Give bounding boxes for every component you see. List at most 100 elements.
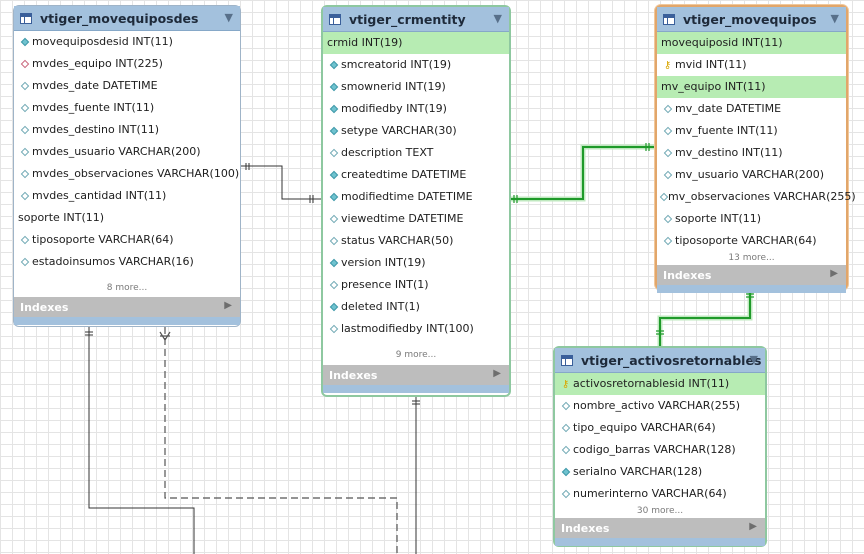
- indexes-label: Indexes: [20, 300, 69, 314]
- table-icon: [329, 13, 341, 25]
- collapse-arrow-icon[interactable]: ▼: [749, 353, 758, 366]
- table-movequiposdes[interactable]: vtiger_movequiposdes ▼ movequiposdesid I…: [13, 5, 241, 327]
- relation-crmentity-movequipos[interactable]: [510, 143, 656, 203]
- column-row[interactable]: tiposoporte VARCHAR(64): [14, 229, 240, 251]
- indexes-section[interactable]: Indexes ▶: [323, 365, 509, 385]
- column-row[interactable]: tiposoporte VARCHAR(64): [657, 230, 846, 252]
- column-list: ⚷activosretornablesid INT(11)nombre_acti…: [555, 373, 765, 505]
- column-row[interactable]: description TEXT: [323, 142, 509, 164]
- teal-diamond-icon: [327, 98, 340, 120]
- table-header[interactable]: vtiger_activosretornables ▼: [555, 348, 765, 373]
- expand-arrow-icon[interactable]: ▶: [749, 521, 757, 532]
- indexes-section[interactable]: Indexes ▶: [555, 518, 765, 538]
- table-header[interactable]: vtiger_movequipos ▼: [657, 7, 846, 32]
- table-header[interactable]: vtiger_movequiposdes ▼: [14, 6, 240, 31]
- column-row[interactable]: soporte INT(11): [657, 208, 846, 230]
- column-row[interactable]: setype VARCHAR(30): [323, 120, 509, 142]
- relation-movequiposdes-crmentity[interactable]: [241, 163, 322, 203]
- hollow-diamond-icon: [18, 97, 31, 119]
- column-row[interactable]: createdtime DATETIME: [323, 164, 509, 186]
- table-movequipos[interactable]: vtiger_movequipos ▼ movequiposid INT(11)…: [655, 5, 856, 293]
- column-row[interactable]: soporte INT(11): [14, 207, 240, 229]
- column-row[interactable]: numerinterno VARCHAR(64): [555, 483, 765, 505]
- column-row[interactable]: ⚷mvid INT(11): [657, 54, 846, 76]
- column-row[interactable]: viewedtime DATETIME: [323, 208, 509, 230]
- column-label: mvdes_destino INT(11): [32, 123, 160, 136]
- column-row[interactable]: mvdes_date DATETIME: [14, 75, 240, 97]
- collapse-arrow-icon[interactable]: ▼: [224, 11, 233, 24]
- column-row[interactable]: presence INT(1): [323, 274, 509, 296]
- column-row[interactable]: mvdes_usuario VARCHAR(200): [14, 141, 240, 163]
- hollow-diamond-icon: [18, 163, 31, 185]
- column-label: tiposoporte VARCHAR(64): [32, 233, 174, 246]
- column-label: serialno VARCHAR(128): [573, 465, 703, 478]
- hollow-diamond-icon: [327, 142, 340, 164]
- column-row[interactable]: mv_equipo INT(11): [657, 76, 846, 98]
- column-label: codigo_barras VARCHAR(128): [573, 443, 736, 456]
- collapse-arrow-icon[interactable]: ▼: [493, 12, 502, 25]
- relation-movequiposdes-offscreen[interactable]: [85, 327, 195, 554]
- expand-arrow-icon[interactable]: ▶: [493, 368, 501, 379]
- column-row[interactable]: deleted INT(1): [323, 296, 509, 318]
- column-row[interactable]: serialno VARCHAR(128): [555, 461, 765, 483]
- column-row[interactable]: mv_fuente INT(11): [657, 120, 846, 142]
- column-row[interactable]: mv_observaciones VARCHAR(255): [657, 186, 856, 208]
- column-row[interactable]: movequiposdesid INT(11): [14, 31, 240, 53]
- hollow-diamond-icon: [661, 208, 674, 230]
- column-row[interactable]: status VARCHAR(50): [323, 230, 509, 252]
- teal-diamond-icon: [327, 252, 340, 274]
- column-row[interactable]: modifiedtime DATETIME: [323, 186, 509, 208]
- hollow-diamond-icon: [661, 98, 674, 120]
- column-row[interactable]: ⚷activosretornablesid INT(11): [555, 373, 765, 395]
- hollow-diamond-icon: [559, 395, 572, 417]
- column-row[interactable]: mv_destino INT(11): [657, 142, 846, 164]
- teal-diamond-icon: [327, 120, 340, 142]
- column-label: movequiposid INT(11): [661, 36, 783, 49]
- more-columns-label[interactable]: 8 more...: [106, 283, 148, 293]
- table-crmentity[interactable]: vtiger_crmentity ▼ crmid INT(19)smcreato…: [321, 5, 511, 397]
- relation-movequipos-activosretornables[interactable]: [656, 289, 754, 347]
- column-row[interactable]: estadoinsumos VARCHAR(16): [14, 251, 240, 273]
- table-footer: [323, 385, 509, 393]
- column-row[interactable]: version INT(19): [323, 252, 509, 274]
- column-label: modifiedtime DATETIME: [341, 190, 473, 203]
- hollow-diamond-icon: [18, 141, 31, 163]
- column-row[interactable]: crmid INT(19): [323, 32, 509, 54]
- hollow-diamond-icon: [661, 120, 674, 142]
- column-row[interactable]: movequiposid INT(11): [657, 32, 846, 54]
- column-row[interactable]: modifiedby INT(19): [323, 98, 509, 120]
- column-row[interactable]: mvdes_destino INT(11): [14, 119, 240, 141]
- expand-arrow-icon[interactable]: ▶: [224, 300, 232, 311]
- column-row[interactable]: mvdes_cantidad INT(11): [14, 185, 240, 207]
- column-row[interactable]: lastmodifiedby INT(100): [323, 318, 509, 340]
- column-label: numerinterno VARCHAR(64): [573, 487, 727, 500]
- column-row[interactable]: nombre_activo VARCHAR(255): [555, 395, 765, 417]
- column-row[interactable]: smcreatorid INT(19): [323, 54, 509, 76]
- hollow-diamond-icon: [661, 164, 674, 186]
- indexes-label: Indexes: [561, 521, 610, 535]
- column-row[interactable]: mvdes_equipo INT(225): [14, 53, 240, 75]
- column-row[interactable]: codigo_barras VARCHAR(128): [555, 439, 765, 461]
- indexes-section[interactable]: Indexes ▶: [14, 297, 240, 317]
- more-columns-label[interactable]: 13 more...: [728, 253, 775, 263]
- column-row[interactable]: mvdes_fuente INT(11): [14, 97, 240, 119]
- collapse-arrow-icon[interactable]: ▼: [830, 12, 839, 25]
- column-list: movequiposid INT(11) ⚷mvid INT(11)mv_equi…: [657, 32, 856, 252]
- column-row[interactable]: mv_date DATETIME: [657, 98, 846, 120]
- expand-arrow-icon[interactable]: ▶: [830, 268, 838, 279]
- more-columns-label[interactable]: 9 more...: [395, 350, 437, 360]
- column-row[interactable]: mv_usuario VARCHAR(200): [657, 164, 846, 186]
- more-columns-label[interactable]: 30 more...: [636, 506, 684, 516]
- relation-crmentity-offscreen[interactable]: [412, 397, 420, 554]
- indexes-section[interactable]: Indexes ▶: [657, 265, 846, 285]
- teal-diamond-icon: [559, 461, 572, 483]
- column-label: mv_usuario VARCHAR(200): [675, 168, 825, 181]
- teal-diamond-icon: [18, 31, 31, 53]
- column-row[interactable]: mvdes_observaciones VARCHAR(100): [14, 163, 240, 185]
- table-header[interactable]: vtiger_crmentity ▼: [323, 7, 509, 32]
- hollow-diamond-icon: [18, 251, 31, 273]
- column-row[interactable]: smownerid INT(19): [323, 76, 509, 98]
- column-row[interactable]: tipo_equipo VARCHAR(64): [555, 417, 765, 439]
- teal-diamond-icon: [327, 54, 340, 76]
- table-activosretornables[interactable]: vtiger_activosretornables ▼ ⚷activosreto…: [553, 346, 767, 547]
